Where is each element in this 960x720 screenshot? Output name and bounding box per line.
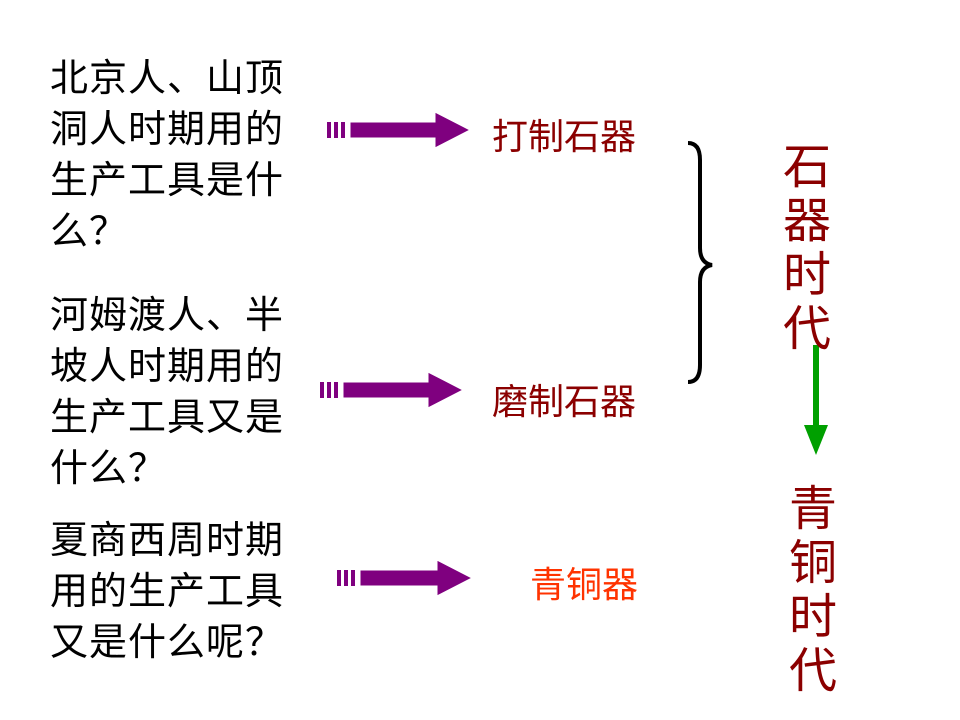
question-2-line-3: 生产工具又是 — [50, 395, 285, 439]
question-3-line-2: 用的生产工具 — [50, 569, 285, 613]
era-bronze-age-char-1: 青 — [788, 481, 837, 537]
arrow-1 — [327, 111, 472, 149]
question-2-line-2: 坡人时期用的 — [50, 344, 285, 388]
era-bronze-age-char-3: 时 — [788, 589, 837, 645]
era-stone-age-char-3: 时 — [782, 247, 831, 303]
question-1-line-2: 洞人时期用的 — [50, 107, 285, 151]
arrow-3 — [337, 559, 474, 597]
right-brace — [687, 141, 713, 384]
answer-chipped-stone: 打制石器 — [492, 117, 637, 158]
question-3-line-1: 夏商西周时期 — [50, 518, 285, 562]
answer-polished-stone: 磨制石器 — [492, 382, 637, 423]
question-1-line-4: 么？ — [50, 209, 129, 253]
answer-bronze: 青铜器 — [530, 565, 639, 606]
era-bronze-age-char-4: 代 — [788, 643, 837, 699]
era-bronze-age-char-2: 铜 — [788, 535, 837, 591]
arrow-2 — [320, 371, 465, 409]
question-3-line-3: 又是什么呢？ — [50, 620, 285, 664]
era-stone-age-char-4: 代 — [782, 301, 831, 357]
question-1-line-3: 生产工具是什 — [50, 158, 285, 202]
down-arrow — [804, 345, 828, 455]
question-2-line-4: 什么？ — [50, 446, 168, 490]
era-stone-age-char-2: 器 — [782, 193, 831, 249]
era-stone-age-char-1: 石 — [782, 139, 831, 195]
era-bronze-age: 青 铜 时 代 — [783, 482, 843, 698]
question-2: 河姆渡人、半 坡人时期用的 生产工具又是 什么？ — [50, 290, 320, 494]
question-3: 夏商西周时期 用的生产工具 又是什么呢？ — [50, 515, 320, 668]
question-1: 北京人、山顶 洞人时期用的 生产工具是什 么？ — [50, 53, 320, 257]
era-stone-age: 石 器 时 代 — [777, 140, 837, 356]
question-1-line-1: 北京人、山顶 — [50, 56, 285, 100]
question-2-line-1: 河姆渡人、半 — [50, 293, 285, 337]
